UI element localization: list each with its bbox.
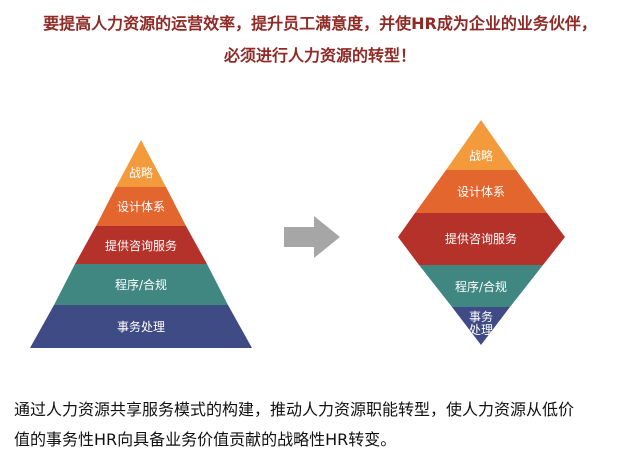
pyramid-level-consulting: [75, 226, 207, 264]
headline-line-1: 要提高人力资源的运营效率，提升员工满意度，并使HR成为企业的业务伙伴，: [43, 14, 597, 33]
diamond-label: 事务: [469, 309, 493, 324]
diamond-level-consulting: [398, 213, 565, 265]
pyramid-label: 程序/合规: [115, 277, 167, 292]
diamond-level-transactions: [452, 307, 510, 345]
diamond-label: 处理: [469, 323, 493, 337]
diamond-label: 程序/合规: [455, 279, 507, 294]
pyramid-level-transactions: [30, 305, 252, 348]
diamond-level-compliance: [419, 265, 543, 307]
pyramid-level-strategy: [116, 140, 166, 187]
diamond-label: 设计体系: [457, 185, 505, 199]
pyramid-level-compliance: [54, 264, 228, 305]
diamond-level-strategy: [446, 120, 516, 170]
summary-line-1: 通过人力资源共享服务模式的构建，推动人力资源职能转型，使人力资源从低价: [14, 400, 575, 419]
diamond-label: 提供咨询服务: [445, 231, 517, 246]
pyramid-label: 战略: [129, 165, 153, 180]
pyramid-label: 设计体系: [117, 200, 165, 214]
pyramid-level-design: [96, 187, 186, 226]
transformed-hr-diamond: 战略 设计体系 提供咨询服务 程序/合规 事务 处理: [398, 120, 565, 345]
arrow-right-icon: [284, 216, 340, 258]
pyramid-label: 事务处理: [117, 319, 165, 334]
summary-line-2: 值的事务性HR向具备业务价值贡献的战略性HR转变。: [14, 430, 397, 449]
pyramid-label: 提供咨询服务: [105, 238, 177, 253]
headline-line-2: 必须进行人力资源的转型！: [223, 46, 416, 65]
diamond-label: 战略: [469, 148, 493, 163]
traditional-hr-pyramid: 战略 设计体系 提供咨询服务 程序/合规 事务处理: [30, 140, 252, 348]
diamond-level-design: [415, 170, 547, 213]
